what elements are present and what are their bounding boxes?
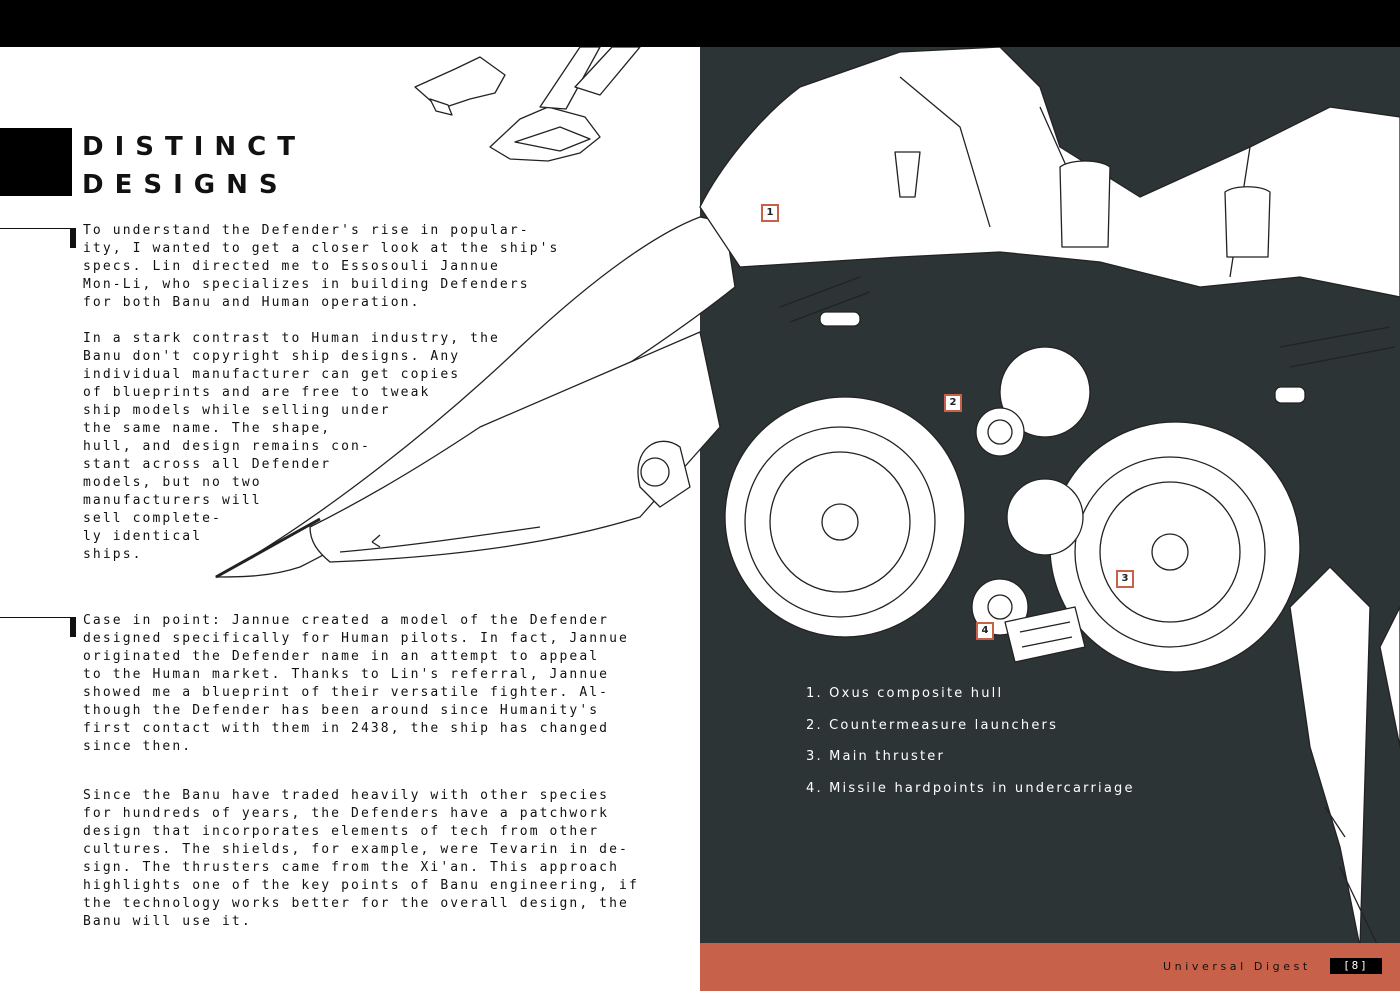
title-line: DISTINCT <box>82 132 306 162</box>
callout-marker-2: 2 <box>944 394 962 412</box>
legend-item: 4. Missile hardpoints in undercarriage <box>806 780 1135 796</box>
paragraph-bar <box>70 228 76 248</box>
title-line: DESIGNS <box>82 170 289 200</box>
text-line: ship models while selling under <box>83 403 391 418</box>
publication-name: Universal Digest <box>1163 960 1311 973</box>
article-paragraph: Case in point: Jannue created a model of… <box>83 612 629 756</box>
text-line: Banu don't copyright ship designs. Any <box>83 349 461 364</box>
text-line: designed specifically for Human pilots. … <box>83 631 629 646</box>
paragraph-rule <box>0 228 70 229</box>
top-black-bar <box>0 0 1400 47</box>
text-line: stant across all Defender <box>83 457 332 472</box>
text-line: though the Defender has been around sinc… <box>83 703 600 718</box>
text-line: to the Human market. Thanks to Lin's ref… <box>83 667 610 682</box>
article-title: DISTINCT DESIGNS <box>82 128 306 204</box>
text-line: Since the Banu have traded heavily with … <box>83 788 610 803</box>
text-line: Mon-Li, who specializes in building Defe… <box>83 277 530 292</box>
text-line: highlights one of the key points of Banu… <box>83 878 639 893</box>
text-line: To understand the Defender's rise in pop… <box>83 223 530 238</box>
text-line: showed me a blueprint of their versatile… <box>83 685 610 700</box>
text-line: the technology works better for the over… <box>83 896 629 911</box>
text-line: ity, I wanted to get a closer look at th… <box>83 241 560 256</box>
text-line: of blueprints and are free to tweak <box>83 385 431 400</box>
text-line: design that incorporates elements of tec… <box>83 824 600 839</box>
text-line: manufacturers will <box>83 493 262 508</box>
illustration-legend: 1. Oxus composite hull 2. Countermeasure… <box>806 686 1135 812</box>
text-line: ships. <box>83 547 143 562</box>
text-line: hull, and design remains con- <box>83 439 371 454</box>
text-line: ly identical <box>83 529 203 544</box>
text-line: for both Banu and Human operation. <box>83 295 421 310</box>
text-line: In a stark contrast to Human industry, t… <box>83 331 500 346</box>
text-line: individual manufacturer can get copies <box>83 367 461 382</box>
text-line: sell complete- <box>83 511 222 526</box>
text-line: Banu will use it. <box>83 914 252 929</box>
footer-accent-bar <box>700 943 1400 991</box>
article-paragraph: To understand the Defender's rise in pop… <box>83 222 559 312</box>
paragraph-rule <box>0 617 70 618</box>
text-line: sign. The thrusters came from the Xi'an.… <box>83 860 620 875</box>
text-line: cultures. The shields, for example, were… <box>83 842 629 857</box>
text-line: models, but no two <box>83 475 262 490</box>
section-marker-block <box>0 128 72 196</box>
callout-marker-1: 1 <box>761 204 779 222</box>
legend-item: 3. Main thruster <box>806 749 946 764</box>
text-line: the same name. The shape, <box>83 421 332 436</box>
right-dark-panel <box>700 47 1400 991</box>
callout-marker-3: 3 <box>1116 570 1134 588</box>
paragraph-bar <box>70 617 76 637</box>
text-line: specs. Lin directed me to Essosouli Jann… <box>83 259 500 274</box>
text-line: for hundreds of years, the Defenders hav… <box>83 806 610 821</box>
page-number: [8] <box>1330 958 1382 974</box>
article-paragraph: In a stark contrast to Human industry, t… <box>83 330 500 564</box>
text-line: originated the Defender name in an attem… <box>83 649 600 664</box>
article-paragraph: Since the Banu have traded heavily with … <box>83 787 639 931</box>
legend-item: 1. Oxus composite hull <box>806 686 1004 701</box>
callout-marker-4: 4 <box>976 622 994 640</box>
text-line: since then. <box>83 739 193 754</box>
text-line: Case in point: Jannue created a model of… <box>83 613 610 628</box>
legend-item: 2. Countermeasure launchers <box>806 717 1059 733</box>
text-line: first contact with them in 2438, the shi… <box>83 721 610 736</box>
